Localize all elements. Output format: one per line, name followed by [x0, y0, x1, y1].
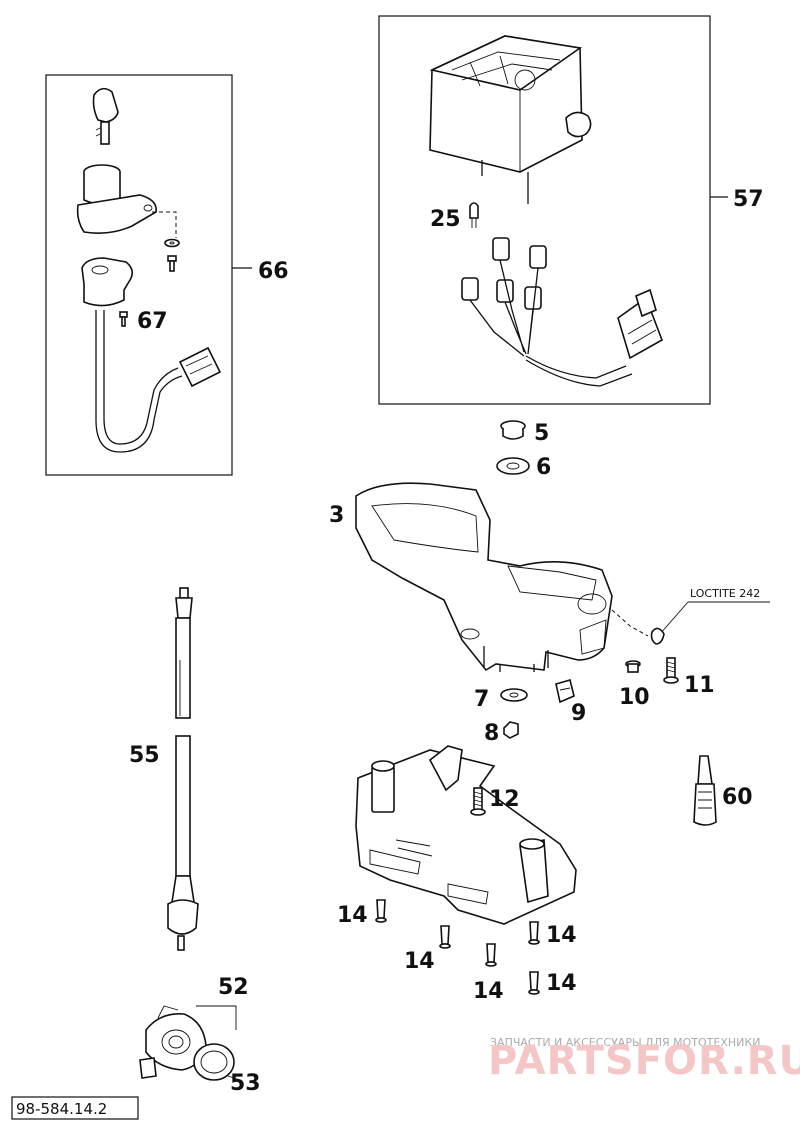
label-14-d: 14 — [546, 923, 577, 948]
label-66: 66 — [258, 259, 289, 284]
watermark-tagline: ЗАПЧАСТИ И АКСЕССУАРЫ ДЛЯ МОТОТЕХНИКИ — [490, 1036, 760, 1049]
screw-14-b — [439, 925, 451, 949]
ignition-key — [92, 87, 119, 145]
screw-14-d — [528, 921, 540, 945]
label-11: 11 — [684, 673, 715, 698]
screw-small — [167, 255, 177, 272]
speedometer-cable — [167, 587, 199, 951]
loctite-label: LOCTITE 242 — [690, 587, 760, 600]
bolt-12 — [470, 787, 486, 816]
label-14-b: 14 — [404, 949, 435, 974]
screw-14-e — [528, 971, 540, 995]
reference-number: 98-584.14.2 — [16, 1100, 107, 1118]
grommet-5 — [500, 420, 526, 440]
label-7: 7 — [474, 687, 489, 712]
label-5: 5 — [534, 421, 549, 446]
label-67: 67 — [137, 309, 168, 334]
instrument-bracket — [355, 482, 613, 672]
mounting-plate — [355, 745, 577, 925]
label-14-e: 14 — [546, 971, 577, 996]
ignition-switch — [81, 257, 222, 453]
label-12: 12 — [489, 787, 520, 812]
label-52: 52 — [218, 975, 249, 1000]
label-9: 9 — [571, 701, 586, 726]
label-14-c: 14 — [473, 979, 504, 1004]
speedometer-group — [378, 15, 728, 405]
screw-14-c — [485, 943, 497, 967]
clip-nut-9 — [555, 679, 575, 704]
screw-67 — [119, 311, 128, 327]
bulb-sockets — [461, 237, 547, 310]
watermark: ЗАПЧАСТИ И АКСЕССУАРЫ ДЛЯ МОТОТЕХНИКИ PA… — [488, 1036, 800, 1084]
label-57: 57 — [733, 187, 764, 212]
diagram-reference: 98-584.14.2 — [11, 1096, 139, 1120]
label-3: 3 — [329, 503, 344, 528]
grommet-6 — [496, 457, 530, 475]
label-55: 55 — [129, 743, 160, 768]
label-25: 25 — [430, 207, 461, 232]
nut-8 — [503, 721, 519, 739]
bolt-11 — [663, 657, 679, 684]
loctite-tube — [693, 755, 717, 826]
loctite-note — [650, 601, 770, 645]
screw-14-a — [375, 899, 387, 923]
screw-10 — [625, 660, 641, 673]
speedometer-harness — [469, 259, 663, 387]
label-6: 6 — [536, 455, 551, 480]
label-53: 53 — [230, 1071, 261, 1096]
bulb-25 — [469, 202, 479, 228]
retaining-ring — [193, 1043, 235, 1081]
speedometer-drive — [139, 1005, 207, 1079]
speedometer-unit — [429, 35, 592, 204]
washer-7 — [500, 688, 528, 702]
watermark-logo: PARTSFOR.RU — [488, 1038, 800, 1084]
label-60: 60 — [722, 785, 753, 810]
washer-small — [164, 238, 180, 248]
label-10: 10 — [619, 685, 650, 710]
label-8: 8 — [484, 721, 499, 746]
ignition-lock-group — [45, 74, 252, 476]
ignition-lock-housing — [76, 164, 157, 234]
label-14-a: 14 — [337, 903, 368, 928]
